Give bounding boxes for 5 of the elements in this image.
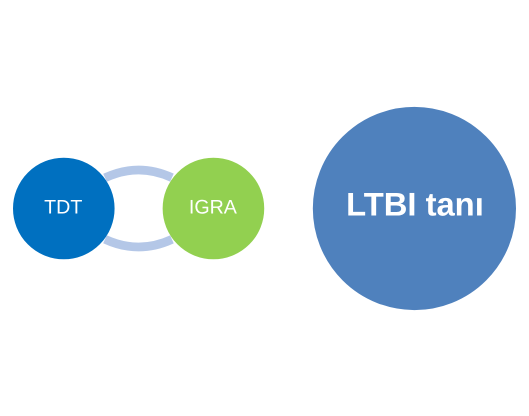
node-circle: LTBI tanı [312, 105, 518, 311]
connector [103, 165, 174, 182]
connector [103, 234, 174, 251]
node-circle: IGRA [162, 156, 266, 260]
node-circle: TDT [12, 156, 116, 260]
